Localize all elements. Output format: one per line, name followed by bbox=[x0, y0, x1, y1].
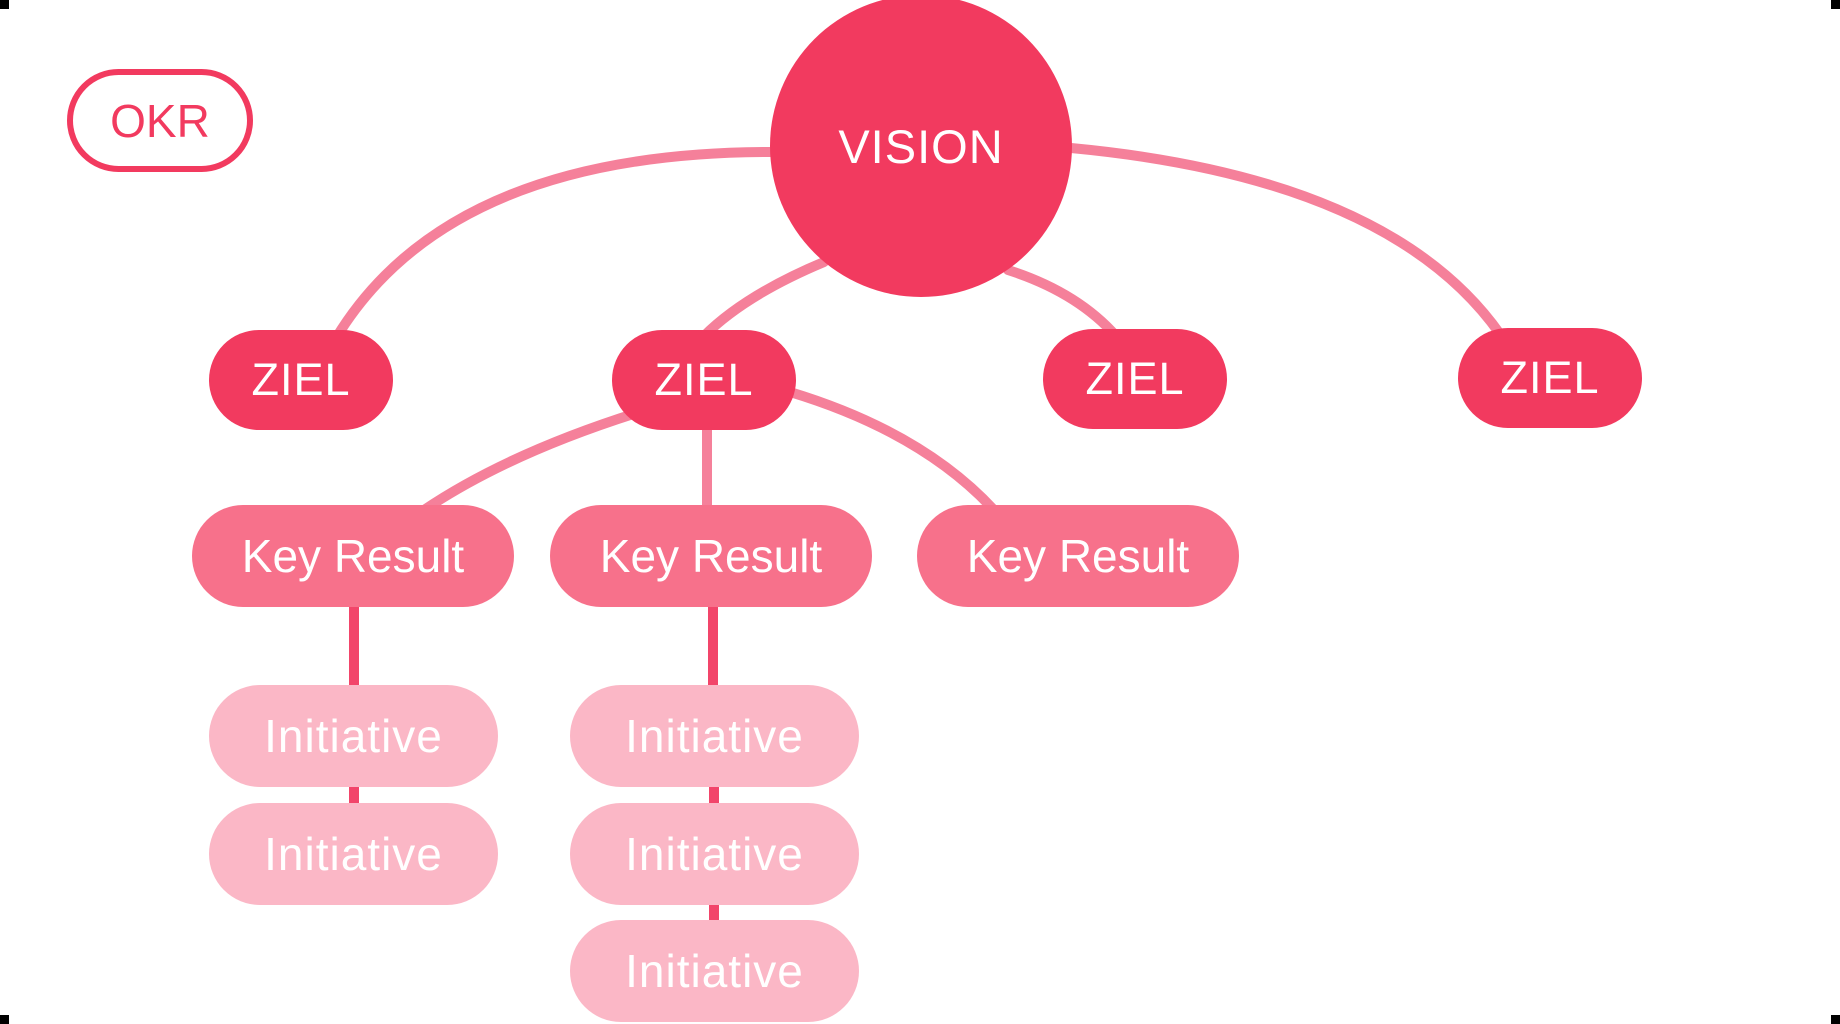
initiative-pill-col2-1: Initiative bbox=[570, 685, 859, 787]
goal-pill-2: ZIEL bbox=[612, 330, 796, 430]
goal-pill-1: ZIEL bbox=[209, 330, 393, 430]
initiative-label: Initiative bbox=[264, 828, 443, 880]
vision-label: VISION bbox=[838, 119, 1004, 173]
initiative-label: Initiative bbox=[625, 710, 804, 762]
initiative-pill-col1-1: Initiative bbox=[209, 685, 498, 787]
goal-pill-4: ZIEL bbox=[1458, 328, 1642, 428]
crop-mark-bottom-right bbox=[1831, 1015, 1840, 1024]
key-result-label: Key Result bbox=[241, 530, 465, 582]
vision-node: VISION bbox=[770, 0, 1072, 297]
crop-mark-top-right bbox=[1831, 0, 1840, 9]
connector-vision-goal3 bbox=[1003, 265, 1121, 341]
initiative-pill-col2-3: Initiative bbox=[570, 920, 859, 1022]
goal-label: ZIEL bbox=[1085, 353, 1185, 404]
goal-label: ZIEL bbox=[1500, 352, 1600, 403]
connector-goal2-kr3 bbox=[785, 387, 999, 515]
key-result-pill-3: Key Result bbox=[917, 505, 1239, 607]
okr-badge: OKR bbox=[67, 69, 253, 172]
key-result-label: Key Result bbox=[966, 530, 1190, 582]
connector-vision-goal4 bbox=[1066, 143, 1505, 339]
key-result-pill-2: Key Result bbox=[550, 505, 872, 607]
initiative-pill-col2-2: Initiative bbox=[570, 803, 859, 905]
connector-goal2-kr1 bbox=[419, 405, 651, 515]
goal-label: ZIEL bbox=[251, 354, 351, 405]
initiative-label: Initiative bbox=[625, 945, 804, 997]
initiative-pill-col1-2: Initiative bbox=[209, 803, 498, 905]
initiative-label: Initiative bbox=[625, 828, 804, 880]
key-result-label: Key Result bbox=[599, 530, 823, 582]
crop-mark-top-left bbox=[0, 0, 9, 9]
okr-badge-label: OKR bbox=[110, 94, 210, 147]
connector-vision-goal2 bbox=[699, 257, 829, 341]
connector-vision-goal1 bbox=[331, 146, 783, 343]
initiative-label: Initiative bbox=[264, 710, 443, 762]
key-result-pill-1: Key Result bbox=[192, 505, 514, 607]
crop-mark-bottom-left bbox=[0, 1015, 9, 1024]
goal-label: ZIEL bbox=[654, 354, 754, 405]
goal-pill-3: ZIEL bbox=[1043, 329, 1227, 429]
